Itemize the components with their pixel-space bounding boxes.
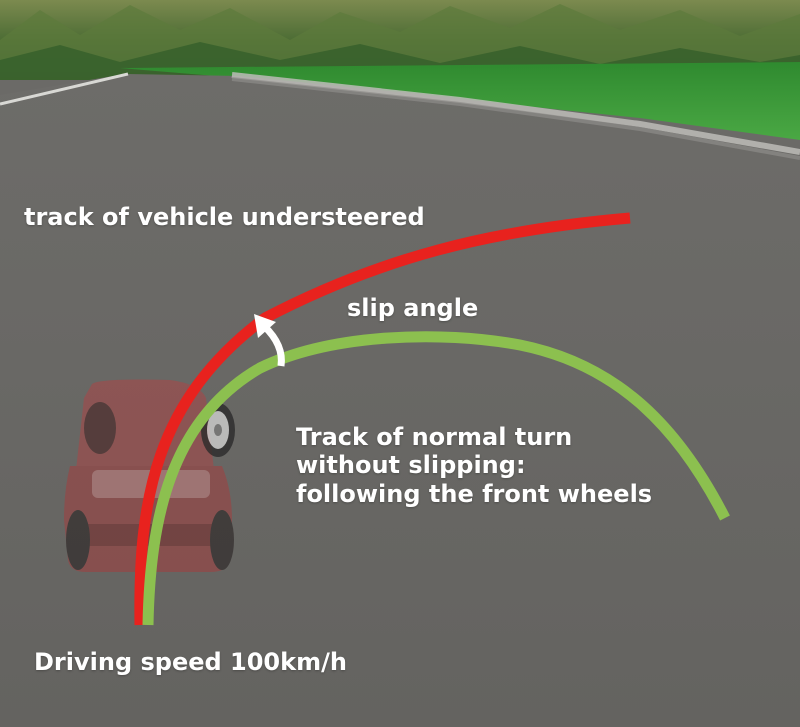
slip-angle-label: slip angle (347, 294, 479, 322)
vehicle-wheel-rear-left (66, 510, 90, 570)
normal-turn-label: Track of normal turn without slipping: f… (296, 423, 652, 508)
slip-angle-arrow (254, 314, 285, 367)
road-edge-right-inner (231, 77, 800, 160)
vehicle-wheel-front-left (84, 402, 116, 454)
normal-track (142, 331, 730, 626)
understeer-track-label: track of vehicle understeered (24, 203, 425, 231)
road-edge-right (231, 72, 800, 155)
normal-turn-label-line: Track of normal turn (296, 423, 573, 451)
road-edge-left (0, 72, 129, 106)
normal-turn-label-line: without slipping: (296, 451, 526, 480)
driving-speed-label: Driving speed 100km/h (34, 648, 347, 676)
vehicle-wheel-rear-right (210, 510, 234, 570)
normal-turn-label-line: following the front wheels (296, 479, 653, 508)
